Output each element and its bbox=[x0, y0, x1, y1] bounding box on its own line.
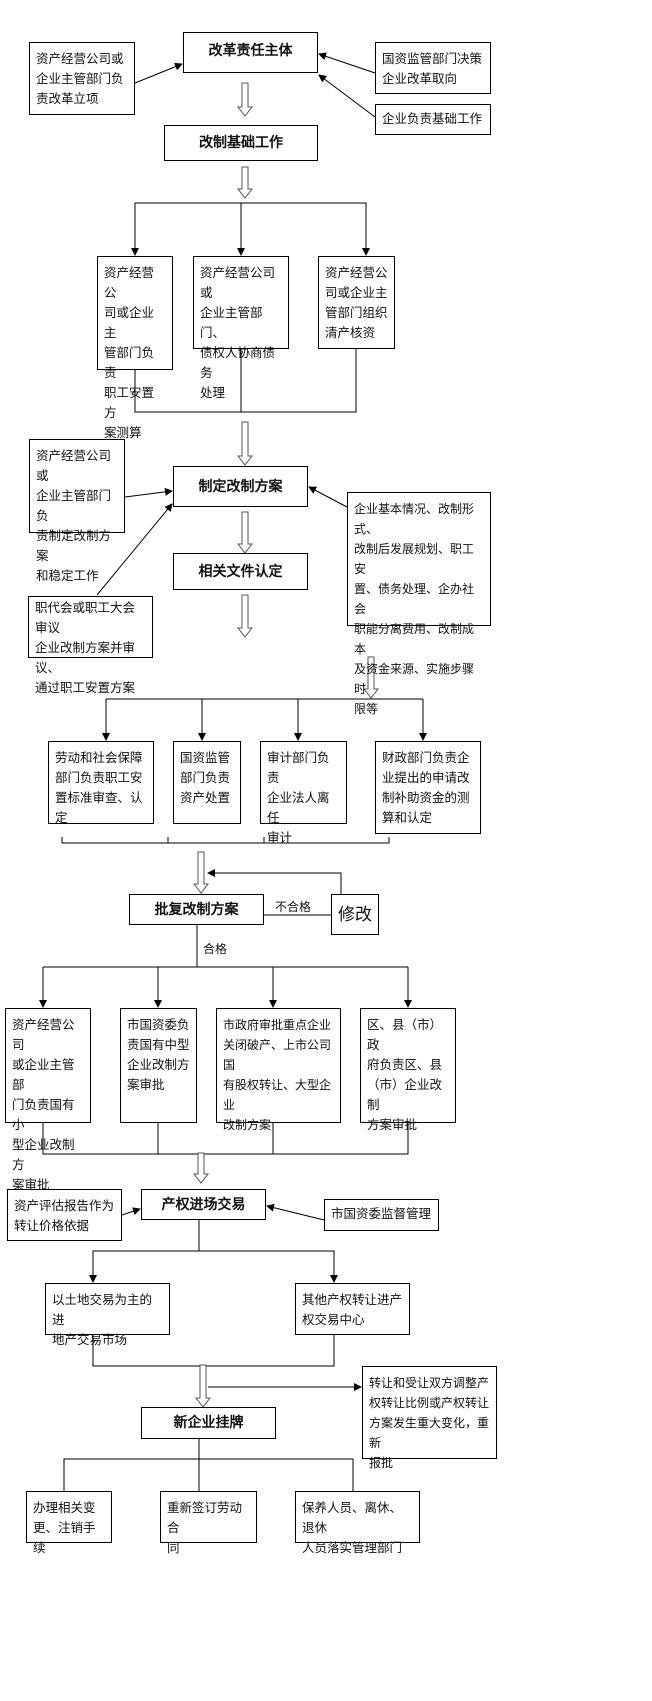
node-reform-subject: 改革责任主体 bbox=[183, 32, 318, 73]
arrow-basic-to-subject bbox=[318, 74, 376, 118]
arrow-appraisal-to-trade bbox=[121, 1207, 141, 1216]
arrow-planright-to-plan bbox=[308, 486, 348, 508]
hollow-arrow-down-icon bbox=[236, 82, 254, 117]
arrow-planleft-to-plan bbox=[124, 487, 173, 498]
node-debt: 资产经营公司或 企业主管部门、 债权人协商债务 处理 bbox=[193, 256, 289, 400]
merge-trade bbox=[92, 1335, 335, 1367]
node-plan-right: 企业基本情况、改制形式、 改制后发展规划、职工安 置、债务处理、企办社会 职能分… bbox=[347, 492, 491, 716]
node-plan: 制定改制方案 bbox=[173, 466, 308, 507]
node-equity-center: 其他产权转让进产 权交易中心 bbox=[295, 1283, 410, 1335]
branch-trade bbox=[92, 1250, 335, 1282]
node-retirees: 保养人员、离休、退休 人员落实管理部门 bbox=[295, 1491, 420, 1555]
hollow-arrow-down-icon bbox=[192, 1152, 210, 1184]
node-appraisal: 资产评估报告作为 转让价格依据 bbox=[7, 1189, 122, 1241]
node-approve-city: 市政府审批重点企业 关闭破产、上市公司国 有股权转让、大型企业 改制方案 bbox=[216, 1008, 341, 1132]
pass-label: 合格 bbox=[203, 942, 228, 956]
hollow-arrow-down-icon bbox=[236, 594, 254, 638]
hollow-arrow-down-icon bbox=[194, 1364, 212, 1408]
hollow-arrow-down-icon bbox=[236, 511, 254, 554]
node-approve: 批复改制方案 bbox=[129, 894, 264, 925]
arrow-supervise-to-trade bbox=[266, 1203, 325, 1221]
node-left-initiate: 资产经营公司或 企业主管部门负 责改革立项 bbox=[29, 42, 135, 115]
node-trade: 产权进场交易 bbox=[141, 1189, 266, 1220]
node-approve-small: 资产经营公司 或企业主管部 门负责国有小 型企业改制方 案审批 bbox=[5, 1008, 91, 1192]
hollow-arrow-down-icon bbox=[362, 656, 380, 699]
node-supervise: 市国资委监督管理 bbox=[324, 1199, 439, 1231]
node-finance: 财政部门负责企 业提出的申请改 制补助资金的测 算和认定 bbox=[375, 741, 481, 834]
branch-basic-work bbox=[134, 202, 367, 255]
merge-approval bbox=[42, 1123, 409, 1155]
node-audit: 审计部门负责 企业法人离任 审计 bbox=[260, 741, 347, 845]
node-registration: 办理相关变 更、注销手续 bbox=[26, 1491, 112, 1555]
fail-label: 不合格 bbox=[275, 900, 312, 914]
node-revise: 修改 bbox=[331, 894, 379, 935]
node-sasac-assets: 国资监管 部门负责 资产处置 bbox=[173, 741, 241, 824]
revise-loop-arrow bbox=[207, 869, 342, 894]
node-approve-medium: 市国资委负 责国有中型 企业改制方 案审批 bbox=[120, 1008, 197, 1123]
node-plan-left: 资产经营公司或 企业主管部门负 责制定改制方案 和稳定工作 bbox=[29, 439, 125, 583]
node-approve-district: 区、县（市）政 府负责区、县 （市）企业改制 方案审批 bbox=[360, 1008, 456, 1132]
node-re-approve: 转让和受让双方调整产 权转让比例或产权转让 方案发生重大变化，重新 报批 bbox=[362, 1366, 497, 1470]
node-new-company: 新企业挂牌 bbox=[141, 1407, 276, 1439]
hollow-arrow-down-icon bbox=[192, 851, 210, 894]
node-assets-check: 资产经营公 司或企业主 管部门组织 清产核资 bbox=[318, 256, 395, 349]
hollow-arrows bbox=[192, 82, 380, 1408]
merge-basic-work bbox=[134, 349, 357, 413]
arrow-decision-to-subject bbox=[318, 52, 376, 74]
bracket-departments bbox=[61, 837, 390, 844]
node-right-decision: 国资监管部门决策 企业改革取向 bbox=[375, 42, 491, 94]
node-staff-calc: 资产经营公 司或企业主 管部门负责 职工安置方 案测算 bbox=[97, 256, 173, 440]
node-right-basic: 企业负责基础工作 bbox=[375, 104, 491, 135]
arrow-congress-to-plan bbox=[96, 503, 173, 596]
node-labor: 劳动和社会保障 部门负责职工安 置标准审查、认定 bbox=[48, 741, 154, 825]
node-labor-contract: 重新签订劳动合 同 bbox=[160, 1491, 257, 1555]
branch-newco bbox=[63, 1458, 354, 1491]
node-land-market: 以土地交易为主的进 地产交易市场 bbox=[45, 1283, 170, 1347]
hollow-arrow-down-icon bbox=[236, 421, 254, 466]
node-workers-congress: 职代会或职工大会审议 企业改制方案并审议、 通过职工安置方案 bbox=[28, 596, 153, 695]
node-basic-work: 改制基础工作 bbox=[164, 125, 318, 161]
node-documents: 相关文件认定 bbox=[173, 553, 308, 590]
arrow-initiate-to-subject bbox=[134, 62, 183, 84]
hollow-arrow-down-icon bbox=[236, 166, 254, 199]
